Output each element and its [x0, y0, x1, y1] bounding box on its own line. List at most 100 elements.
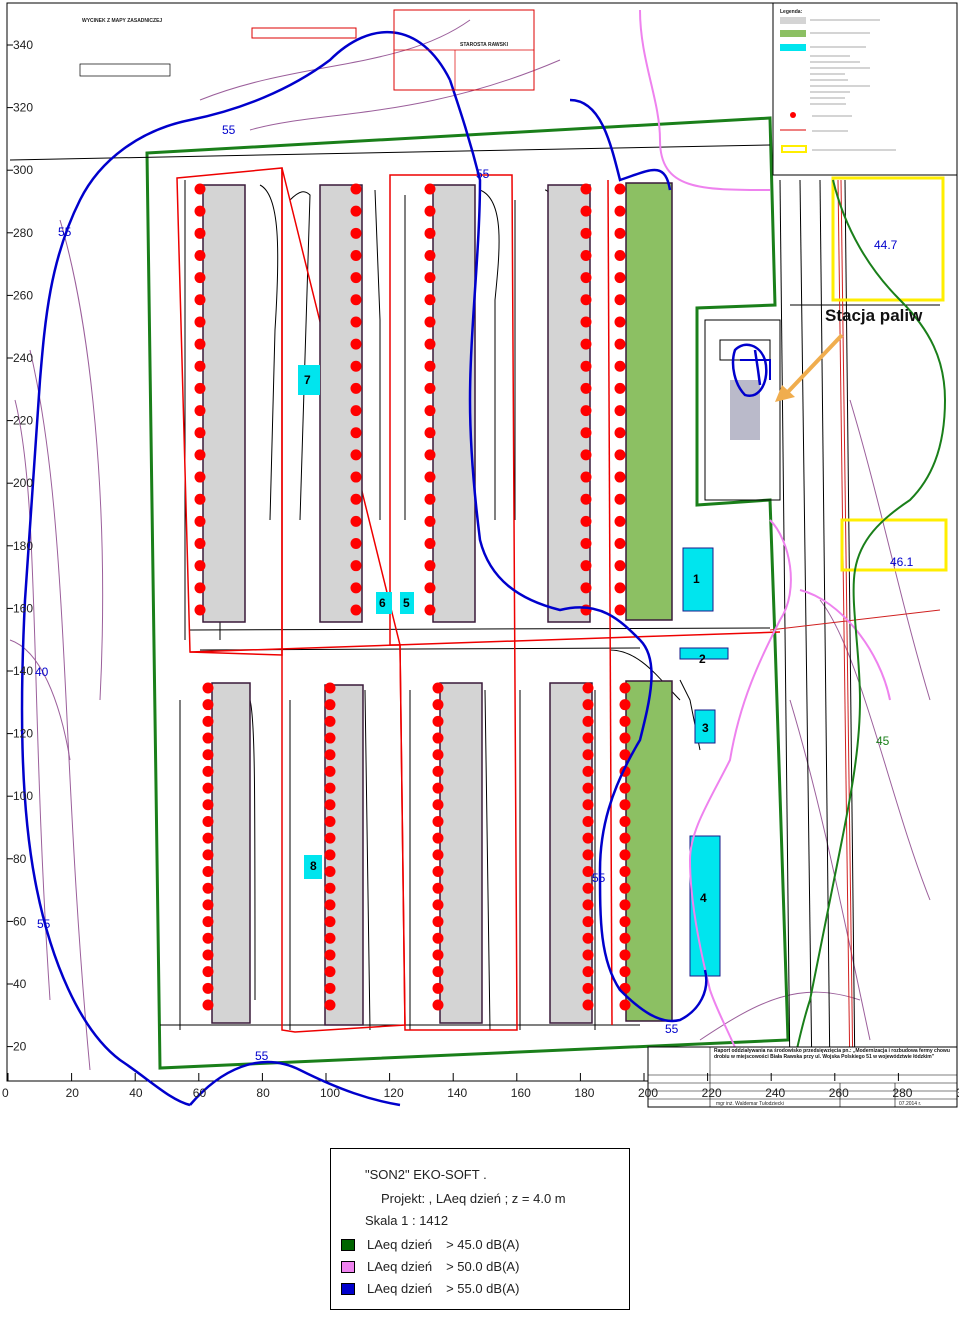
noise-source-point — [580, 183, 592, 195]
noise-source-point — [350, 227, 362, 239]
noise-source-point — [202, 966, 214, 978]
receptor-label: 44.7 — [874, 238, 898, 252]
contour-label: 45 — [876, 734, 890, 748]
noise-source-point — [582, 999, 594, 1011]
noise-source-point — [424, 493, 436, 505]
noise-source-point — [614, 427, 626, 439]
contour-label: 55 — [37, 917, 51, 931]
title-block: Raport oddziaływania na środowisko przed… — [647, 1046, 958, 1108]
noise-source-point — [432, 849, 444, 861]
noise-source-point — [582, 899, 594, 911]
noise-source-point — [619, 882, 631, 894]
noise-source-point — [614, 227, 626, 239]
noise-source-point — [350, 272, 362, 284]
noise-source-point — [614, 515, 626, 527]
noise-source-point — [580, 493, 592, 505]
noise-source-point — [580, 382, 592, 394]
noise-source-point — [194, 427, 206, 439]
legend-scale: Skala 1 : 1412 — [365, 1213, 449, 1228]
barn-existing — [432, 184, 476, 623]
noise-source-point — [580, 249, 592, 261]
noise-source-point — [580, 471, 592, 483]
noise-source-point — [614, 272, 626, 284]
parcel-outlines — [176, 167, 781, 1033]
legend-software: "SON2" EKO-SOFT . — [365, 1167, 487, 1182]
building-4-label: 4 — [700, 891, 707, 905]
noise-source-point — [619, 782, 631, 794]
noise-source-point — [424, 272, 436, 284]
noise-source-point — [424, 360, 436, 372]
y-tick-label: 340 — [13, 38, 33, 52]
noise-source-point — [580, 582, 592, 594]
noise-source-point — [580, 405, 592, 417]
x-tick-label: 20 — [66, 1086, 80, 1100]
noise-source-point — [424, 294, 436, 306]
noise-source-point — [582, 782, 594, 794]
contour-label: 55 — [592, 871, 606, 885]
legend-label: LAeq dzień — [367, 1259, 433, 1274]
starosta-stamp: STAROSTA RAWSKI — [393, 9, 535, 91]
noise-source-point — [619, 999, 631, 1011]
noise-source-point — [619, 916, 631, 928]
noise-source-point — [432, 866, 444, 878]
building-4 — [689, 835, 721, 977]
x-tick-label: 140 — [447, 1086, 467, 1100]
zone-area-lower — [840, 518, 948, 572]
noise-source-point — [580, 205, 592, 217]
y-tick-label: 240 — [13, 351, 33, 365]
noise-source-point — [582, 932, 594, 944]
x-tick-label: 30 — [956, 1086, 959, 1100]
noise-source-point — [324, 916, 336, 928]
noise-source-point — [582, 815, 594, 827]
noise-source-point — [424, 227, 436, 239]
stamp-text: STAROSTA RAWSKI — [460, 42, 509, 48]
noise-source-point — [194, 405, 206, 417]
noise-source-point — [202, 949, 214, 961]
title-block-date: 07.2014 r. — [899, 1101, 921, 1107]
barn-new — [625, 680, 673, 1022]
noise-source-point — [580, 538, 592, 550]
fuel-station-label: Stacja paliw — [825, 306, 923, 325]
noise-source-point — [619, 832, 631, 844]
noise-source-point — [614, 405, 626, 417]
legend-row-55: LAeq dzień > 55.0 dB(A) — [341, 1281, 519, 1296]
noise-source-point — [350, 316, 362, 328]
noise-source-point — [202, 982, 214, 994]
contour-45db — [789, 179, 947, 1081]
noise-source-point — [582, 749, 594, 761]
noise-source-point — [324, 899, 336, 911]
building-5 — [400, 592, 414, 614]
report-title: Raport oddziaływania na środowisko przed… — [714, 1048, 950, 1061]
site-legend: Legenda: — [772, 2, 958, 176]
noise-source-point — [194, 338, 206, 350]
plot-boundary — [145, 116, 790, 1070]
noise-source-point — [432, 765, 444, 777]
noise-source-point — [194, 604, 206, 616]
noise-source-point — [324, 849, 336, 861]
noise-source-point — [202, 866, 214, 878]
x-axis-ticks: 0204060801001201401601802002202402602803… — [2, 1073, 959, 1100]
building-1-label: 1 — [693, 572, 700, 586]
noise-source-point — [202, 999, 214, 1011]
noise-source-point — [580, 515, 592, 527]
noise-source-point — [432, 782, 444, 794]
noise-source-point — [424, 471, 436, 483]
noise-source-point — [614, 338, 626, 350]
y-tick-label: 40 — [13, 977, 27, 991]
noise-source-point — [350, 560, 362, 572]
x-tick-label: 100 — [320, 1086, 340, 1100]
contour-label: 55 — [255, 1049, 269, 1063]
terrain-lines — [9, 19, 931, 1071]
y-tick-label: 300 — [13, 163, 33, 177]
noise-source-point — [350, 538, 362, 550]
noise-source-point — [582, 866, 594, 878]
receptor-label: 46.1 — [890, 555, 914, 569]
noise-source-point — [202, 899, 214, 911]
noise-source-point — [202, 682, 214, 694]
fuel-station-area — [704, 319, 781, 501]
noise-source-point — [582, 682, 594, 694]
noise-source-point — [350, 405, 362, 417]
noise-source-point — [432, 732, 444, 744]
x-tick-label: 60 — [193, 1086, 207, 1100]
noise-source-point — [324, 866, 336, 878]
